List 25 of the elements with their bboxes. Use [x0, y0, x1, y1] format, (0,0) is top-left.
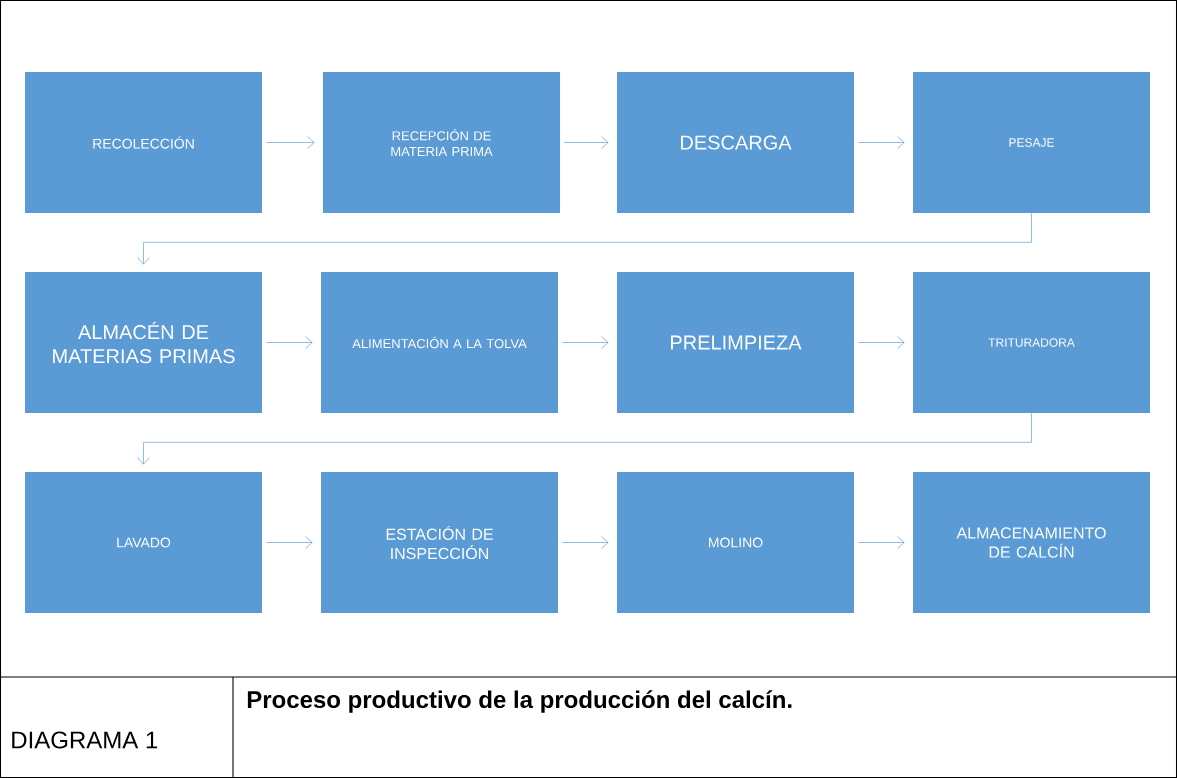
process-box: TRITURADORA — [913, 272, 1150, 413]
process-box: MOLINO — [617, 472, 854, 613]
arrow — [857, 536, 905, 549]
arrow — [137, 212, 1032, 265]
process-box: RECOLECCIÓN — [25, 72, 262, 213]
arrow — [137, 412, 1032, 465]
process-box: ALIMENTACIÓN A LA TOLVA — [321, 272, 558, 413]
arrow — [857, 136, 905, 149]
caption: Proceso productivo de la producción del calcín. — [247, 690, 792, 713]
arrow — [561, 336, 609, 349]
process-box: ESTACIÓN DE INSPECCIÓN — [321, 472, 558, 613]
diagram-number: DIAGRAMA 1 — [12, 731, 158, 749]
process-box: PRELIMPIEZA — [617, 272, 854, 413]
arrow — [265, 536, 313, 549]
process-box: LAVADO — [25, 472, 262, 613]
arrow — [857, 336, 905, 349]
arrow — [563, 136, 609, 149]
arrow — [265, 136, 315, 149]
process-box: DESCARGA — [617, 72, 854, 213]
process-box: PESAJE — [913, 72, 1150, 213]
process-box: ALMACENAMIENTO DE CALCÍN — [913, 472, 1150, 613]
arrow — [265, 336, 313, 349]
process-box: ALMACÉN DE MATERIAS PRIMAS — [25, 272, 262, 413]
arrow — [561, 536, 609, 549]
process-box: RECEPCIÓN DE MATERIA PRIMA — [323, 72, 560, 213]
